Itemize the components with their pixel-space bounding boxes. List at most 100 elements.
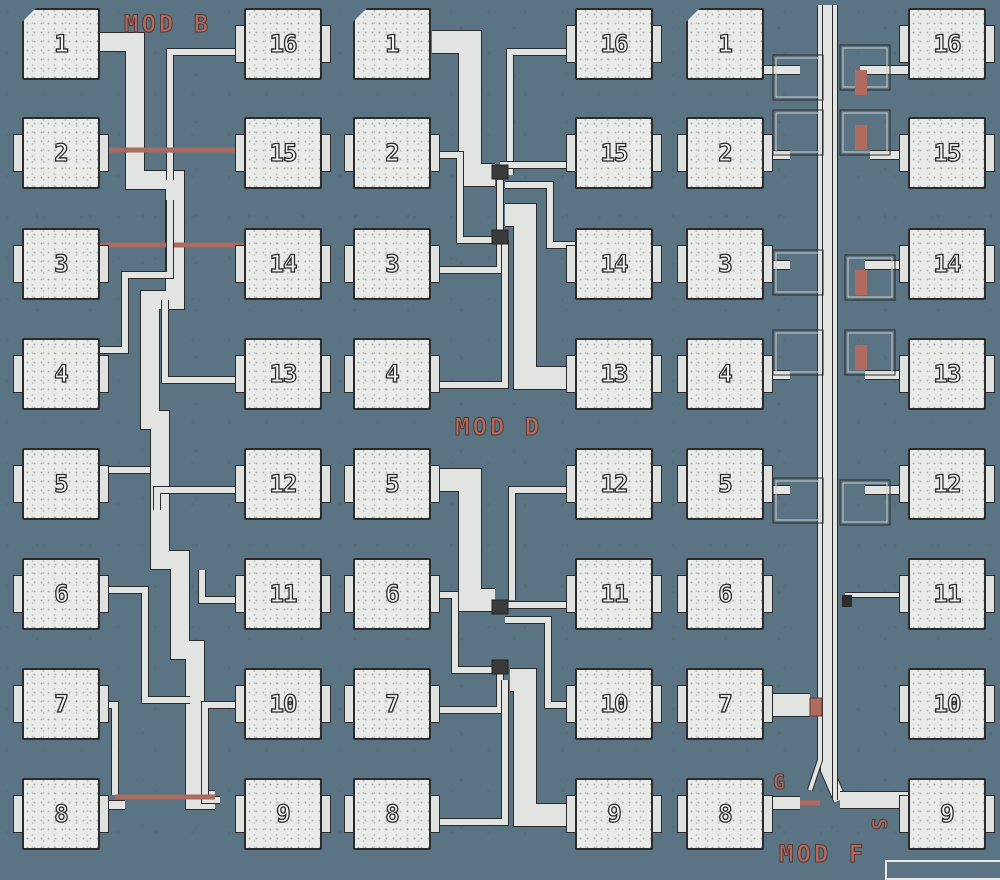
pad-tab (344, 134, 354, 172)
pad-number: 7 (385, 689, 401, 718)
pad-tab (985, 25, 995, 63)
bond-pad: 12 (235, 448, 331, 520)
pad-number: 16 (600, 29, 629, 58)
pad-number: 3 (385, 249, 401, 278)
pad-tab (763, 245, 773, 283)
pad-tab (22, 25, 23, 63)
pad-tab (235, 575, 245, 613)
pad-tab (652, 245, 662, 283)
pad-tab (430, 134, 440, 172)
pad-tab (235, 795, 245, 833)
pad-number: 9 (607, 799, 623, 828)
pad-tab (344, 355, 354, 393)
pad-tab (652, 465, 662, 503)
pad-tab (985, 575, 995, 613)
metal-trace (167, 49, 244, 180)
pad-tab (13, 134, 23, 172)
pad-tab (13, 795, 23, 833)
pad-number: 2 (54, 138, 70, 167)
pad-tab (235, 465, 245, 503)
bond-pad: 5 (344, 448, 440, 520)
transistor-cell (772, 477, 824, 524)
module-label-b: MOD B (123, 10, 212, 39)
pad-tab (652, 355, 662, 393)
pad-tab (899, 465, 909, 503)
bond-pad: 8 (13, 778, 109, 850)
pad-tab (763, 685, 773, 723)
metal-trace (100, 587, 190, 703)
pad-number: 8 (54, 799, 70, 828)
pad-tab (899, 685, 909, 723)
poly-gate (855, 125, 867, 150)
pad-number: 1 (385, 29, 401, 58)
bond-pad: 7 (344, 668, 440, 740)
pad-tab (344, 575, 354, 613)
pad-number: 1 (54, 29, 70, 58)
pad-tab (677, 245, 687, 283)
pad-tab (763, 575, 773, 613)
pad-number: 12 (933, 469, 962, 498)
bond-pad: 4 (344, 338, 440, 410)
pad-number: 1 (718, 29, 734, 58)
bond-pad: 6 (344, 558, 440, 630)
transistor (491, 229, 509, 245)
metal-trace (162, 300, 244, 383)
pad-tab (677, 355, 687, 393)
metal-trace (432, 592, 495, 673)
pad-tab (566, 25, 576, 63)
bond-pad: 4 (13, 338, 109, 410)
pad-tab (985, 134, 995, 172)
pad-tab (677, 795, 687, 833)
bond-pad: 11 (566, 558, 662, 630)
pad-tab (353, 25, 354, 63)
metal-trace (432, 680, 508, 825)
bond-pad: 10 (899, 668, 995, 740)
metal-trace (808, 5, 822, 791)
pad-tab (321, 795, 331, 833)
metal-trace (432, 240, 508, 388)
pad-number: 3 (718, 249, 734, 278)
pad-tab (677, 685, 687, 723)
pad-number: 12 (600, 469, 629, 498)
transistor (491, 659, 509, 675)
bond-pad: 1 (22, 8, 100, 80)
pad-tab (566, 685, 576, 723)
pad-tab (430, 795, 440, 833)
pad-number: 9 (276, 799, 292, 828)
pad-number: 5 (54, 469, 70, 498)
pad-tab (321, 685, 331, 723)
pad-tab (763, 465, 773, 503)
bond-pad: 16 (566, 8, 662, 80)
pad-tab (99, 575, 109, 613)
bond-pad: 6 (13, 558, 109, 630)
pad-tab (430, 685, 440, 723)
pad-tab (899, 245, 909, 283)
bond-pad: 2 (344, 117, 440, 189)
pad-tab (235, 245, 245, 283)
bond-pad: 7 (677, 668, 773, 740)
pad-number: 6 (718, 579, 734, 608)
pad-tab (99, 245, 109, 283)
pad-tab (99, 134, 109, 172)
pad-tab (763, 25, 764, 63)
pad-number: 10 (269, 689, 298, 718)
pad-tab (321, 25, 331, 63)
bond-pad: 3 (344, 228, 440, 300)
pad-tab (763, 355, 773, 393)
metal-trace (202, 702, 244, 803)
pad-tab (13, 465, 23, 503)
metal-trace (432, 180, 503, 273)
bond-pad: 12 (566, 448, 662, 520)
transistor (842, 595, 852, 607)
bond-pad: 8 (677, 778, 773, 850)
metal-trace (432, 469, 495, 611)
bond-pad: 9 (899, 778, 995, 850)
poly-gate (855, 70, 867, 95)
pad-tab (99, 795, 109, 833)
transistor-cell-inner (842, 112, 888, 153)
pad-number: 9 (940, 799, 956, 828)
pad-number: 8 (718, 799, 734, 828)
pad-tab (321, 245, 331, 283)
transistor-cell-inner (775, 332, 821, 373)
